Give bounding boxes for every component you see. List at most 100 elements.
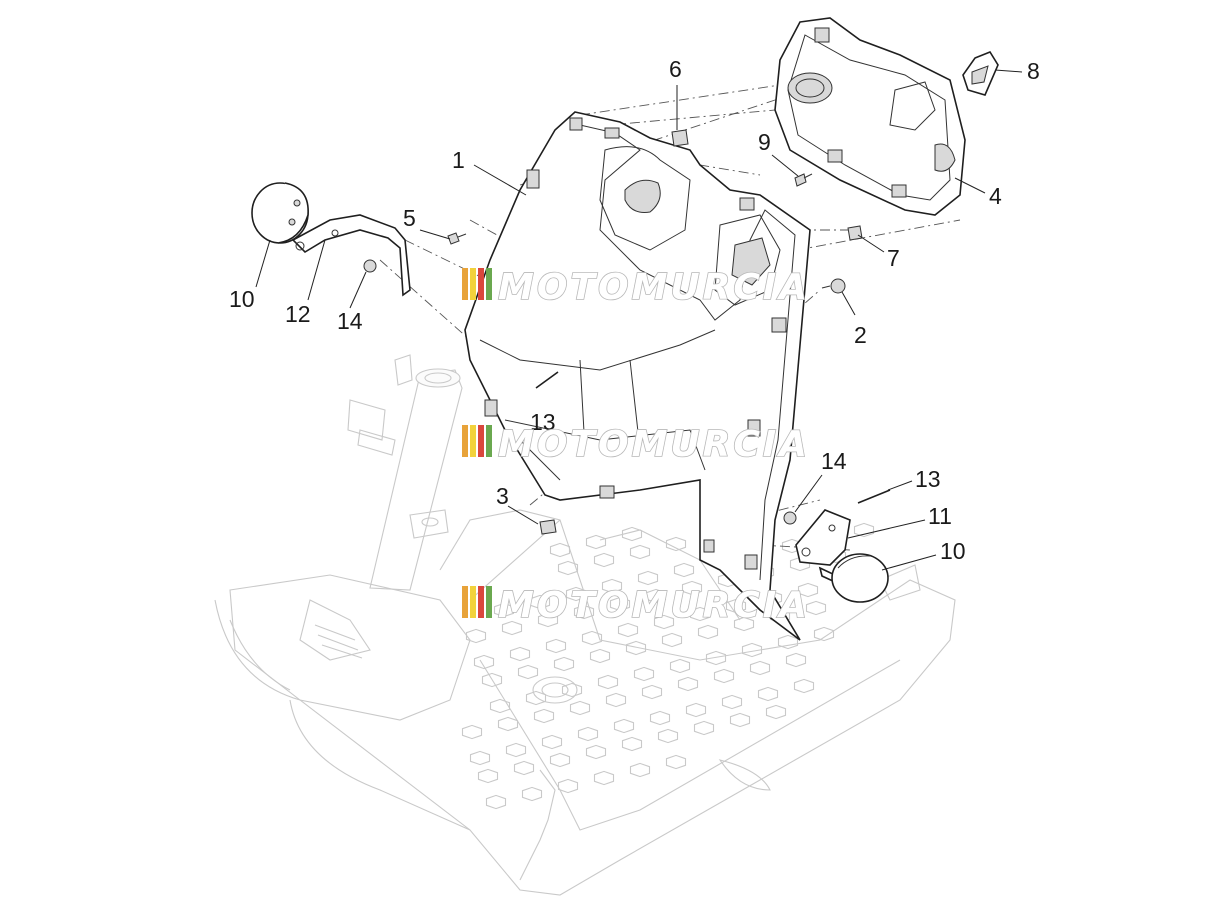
fasteners	[363, 129, 891, 535]
floor-hex	[585, 744, 607, 760]
callout-13b: 13	[915, 466, 941, 492]
floor-hex	[529, 594, 551, 610]
part-4-inner-cover	[774, 17, 966, 216]
floor-hex	[637, 570, 659, 586]
callout-13a: 13	[530, 409, 556, 435]
watermark-stripe	[470, 586, 476, 618]
watermark-stripe	[470, 425, 476, 457]
watermark-stripe	[462, 425, 468, 457]
callout-9: 9	[758, 129, 771, 155]
floor-hex	[469, 750, 491, 766]
floor-hex	[777, 634, 799, 650]
floor-hex	[525, 690, 547, 706]
floor-hex	[489, 698, 511, 714]
part-1-legshield	[464, 111, 811, 641]
floor-hex	[633, 666, 655, 682]
callout-8: 8	[1027, 58, 1040, 84]
floor-hex	[473, 654, 495, 670]
floor-hex	[669, 658, 691, 674]
floor-hex	[485, 794, 507, 810]
floor-hex	[461, 724, 483, 740]
floor-hex	[653, 614, 675, 630]
floor-hex	[601, 578, 623, 594]
watermark-stripe	[486, 268, 492, 300]
floor-hex	[465, 628, 487, 644]
floor-hex	[681, 580, 703, 596]
watermark-2: MOTOMURCIA	[462, 423, 810, 466]
floor-hex	[729, 712, 751, 728]
callout-1: 1	[452, 147, 465, 173]
floor-hex	[613, 718, 635, 734]
floor-hex	[481, 672, 503, 688]
watermark-text: MOTOMURCIA	[498, 267, 810, 308]
floor-hex	[793, 678, 815, 694]
bracket-left-assembly	[251, 182, 411, 297]
watermark-stripe	[470, 268, 476, 300]
floor-hex	[697, 624, 719, 640]
callout-3: 3	[496, 483, 509, 509]
floor-hex	[589, 648, 611, 664]
watermark-stripe	[462, 586, 468, 618]
callout-12: 12	[285, 301, 311, 327]
callout-5: 5	[403, 205, 416, 231]
floor-hex	[593, 552, 615, 568]
floor-hex	[513, 760, 535, 776]
callout-14b: 14	[821, 448, 847, 474]
floor-hex	[565, 586, 587, 602]
floor-hex	[621, 526, 643, 542]
bracket-right-assembly	[795, 509, 889, 603]
floor-hex	[685, 702, 707, 718]
floor-hex	[725, 598, 747, 614]
floor-hex	[561, 682, 583, 698]
floor-hex	[741, 642, 763, 658]
floor-hex	[649, 710, 671, 726]
floor-hex	[749, 660, 771, 676]
part-8-cap	[962, 51, 999, 96]
callout-6: 6	[669, 56, 682, 82]
floor-hex	[597, 674, 619, 690]
watermark-text: MOTOMURCIA	[498, 585, 810, 626]
floor-hex	[629, 762, 651, 778]
watermark-text: MOTOMURCIA	[498, 424, 810, 465]
floor-hex	[797, 582, 819, 598]
floor-hex	[673, 562, 695, 578]
floor-hex	[621, 736, 643, 752]
watermark-1: MOTOMURCIA	[462, 266, 810, 309]
floor-hex	[581, 630, 603, 646]
callout-11: 11	[928, 503, 952, 529]
floor-hex	[625, 640, 647, 656]
watermark-stripe	[462, 268, 468, 300]
floor-hex	[689, 606, 711, 622]
callout-10a: 10	[229, 286, 255, 312]
floor-hex	[517, 664, 539, 680]
floor-hex	[677, 676, 699, 692]
floor-hex	[509, 646, 531, 662]
floor-hex	[665, 754, 687, 770]
floor-hex	[541, 734, 563, 750]
callout-4: 4	[989, 183, 1002, 209]
floor-hex	[765, 704, 787, 720]
floor-hex	[477, 768, 499, 784]
floor-hex	[805, 600, 827, 616]
callout-7: 7	[887, 245, 900, 271]
floor-hex	[785, 652, 807, 668]
frame-floorboard-ghost	[214, 354, 956, 896]
callout-10b: 10	[940, 538, 966, 564]
floor-hex	[757, 686, 779, 702]
floor-hex	[645, 588, 667, 604]
floor-hex	[605, 692, 627, 708]
callouts: 1 2 3 4 5 6 7 8 9 10 10 11 12 13 13 14 1…	[229, 56, 1040, 564]
floor-hex	[657, 728, 679, 744]
floor-hex	[557, 560, 579, 576]
floor-hex	[593, 770, 615, 786]
floor-hex	[505, 742, 527, 758]
watermark-stripe	[478, 425, 484, 457]
leader-lines	[255, 69, 1023, 571]
floor-hex	[629, 544, 651, 560]
floor-hex	[569, 700, 591, 716]
watermark-3: MOTOMURCIA	[462, 584, 810, 627]
floor-hex	[721, 694, 743, 710]
floor-hex	[549, 542, 571, 558]
callout-14a: 14	[337, 308, 363, 334]
